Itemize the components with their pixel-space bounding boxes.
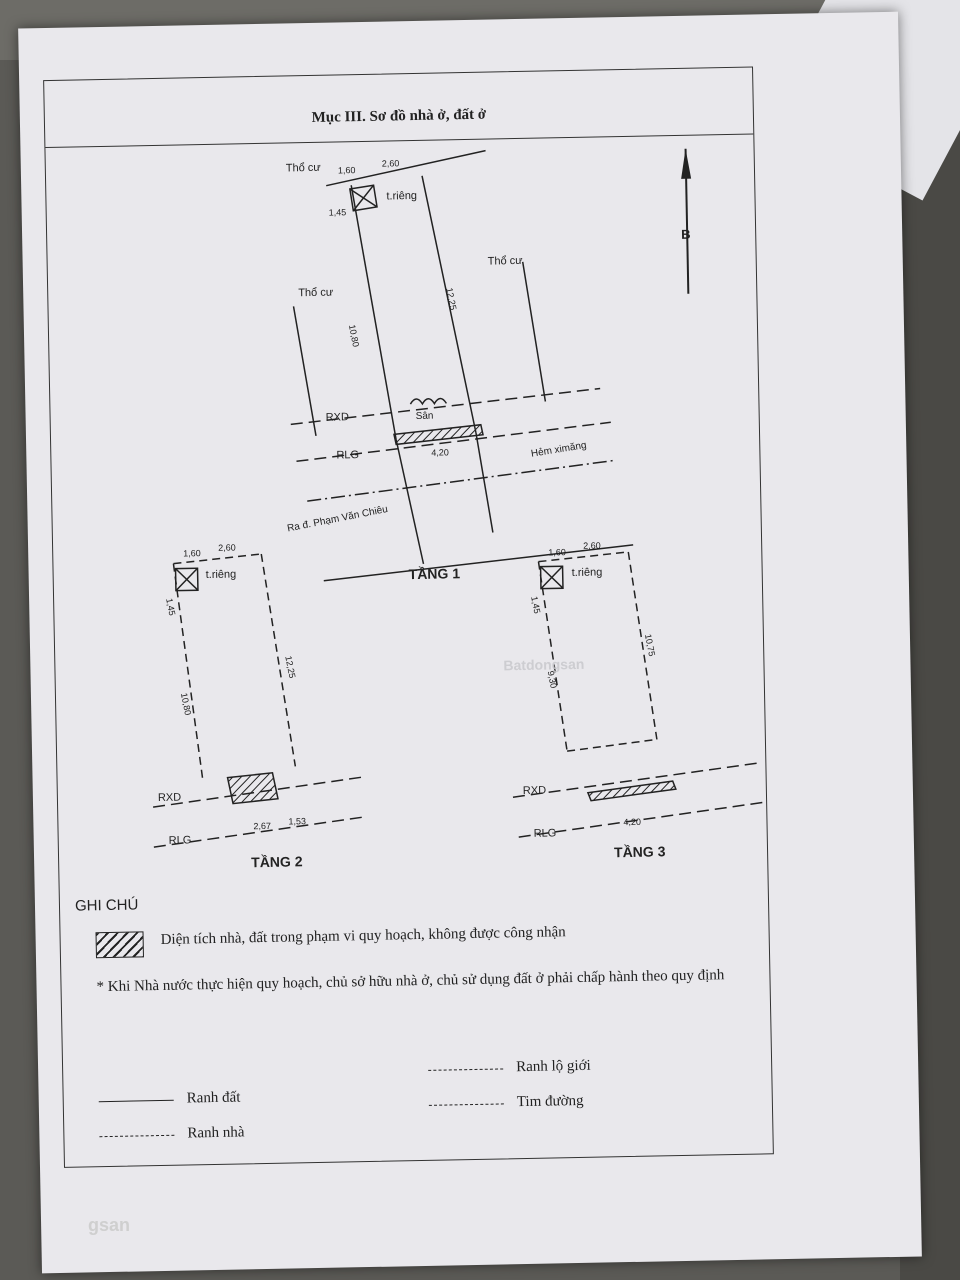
floor1-labels: Thổ cư Thổ cư Thổ cư t.riêng 1,60 2,60 1…: [286, 158, 588, 582]
svg-text:RLG: RLG: [336, 449, 359, 461]
svg-text:1,60: 1,60: [183, 548, 201, 558]
floor3-plan: [512, 551, 764, 838]
watermark-site: Batdongsan: [503, 655, 585, 674]
svg-text:Thổ cư: Thổ cư: [488, 255, 524, 268]
svg-text:t.riêng: t.riêng: [386, 190, 417, 203]
svg-text:Thổ cư: Thổ cư: [298, 287, 334, 300]
north-label: B: [681, 227, 691, 242]
svg-text:1,60: 1,60: [338, 165, 356, 175]
svg-text:2,60: 2,60: [583, 540, 601, 550]
svg-text:1,53: 1,53: [288, 816, 306, 826]
svg-text:12,25: 12,25: [444, 287, 458, 311]
svg-text:RXD: RXD: [158, 792, 182, 804]
svg-text:t.riêng: t.riêng: [572, 566, 603, 579]
svg-text:10,75: 10,75: [643, 633, 657, 657]
svg-text:12,25: 12,25: [283, 655, 297, 679]
svg-text:1,60: 1,60: [548, 547, 566, 557]
svg-text:4,20: 4,20: [623, 817, 641, 827]
watermark-brand: gsan: [88, 1215, 131, 1235]
svg-text:1,45: 1,45: [529, 595, 542, 614]
svg-text:RXD: RXD: [523, 785, 547, 797]
floor1-plan: [290, 149, 634, 582]
floor3-title: TẦNG 3: [614, 843, 666, 860]
floor3-labels: 1,60 2,60 t.riêng 1,45 9,30 10,75 RXD RL…: [523, 540, 666, 860]
svg-text:RLG: RLG: [534, 827, 557, 839]
svg-text:10,80: 10,80: [179, 692, 193, 716]
svg-text:Hẻm ximăng: Hẻm ximăng: [530, 440, 587, 460]
document-page: Mục III. Sơ đồ nhà ở, đất ở B: [18, 11, 922, 1274]
floor2-labels: 1,60 2,60 t.riêng 1,45 10,80 12,25 RXD R…: [158, 542, 306, 870]
diagram-frame: Mục III. Sơ đồ nhà ở, đất ở B: [43, 66, 774, 1168]
svg-text:10,80: 10,80: [347, 324, 361, 348]
svg-text:4,20: 4,20: [431, 447, 449, 457]
svg-text:Ra đ. Phạm Văn Chiêu: Ra đ. Phạm Văn Chiêu: [286, 504, 388, 534]
floor2-title: TẦNG 2: [251, 853, 303, 870]
svg-text:Sân: Sân: [416, 411, 434, 422]
svg-text:RLG: RLG: [169, 834, 192, 846]
svg-text:2,60: 2,60: [218, 542, 236, 552]
svg-text:2,67: 2,67: [253, 821, 271, 831]
floor2-plan: [152, 553, 364, 848]
svg-text:RXD: RXD: [326, 411, 350, 423]
north-arrow: B: [681, 148, 692, 294]
svg-text:Thổ cư: Thổ cư: [286, 162, 322, 175]
svg-text:2,60: 2,60: [382, 158, 400, 168]
site-plan-diagram: B: [152, 148, 764, 870]
floor1-title: TẦNG 1: [409, 565, 461, 582]
hatch-legend-swatch: [95, 931, 144, 959]
svg-text:t.riêng: t.riêng: [206, 568, 237, 581]
svg-text:1,45: 1,45: [329, 207, 347, 217]
svg-text:1,45: 1,45: [164, 597, 177, 616]
svg-text:9,30: 9,30: [546, 670, 559, 689]
